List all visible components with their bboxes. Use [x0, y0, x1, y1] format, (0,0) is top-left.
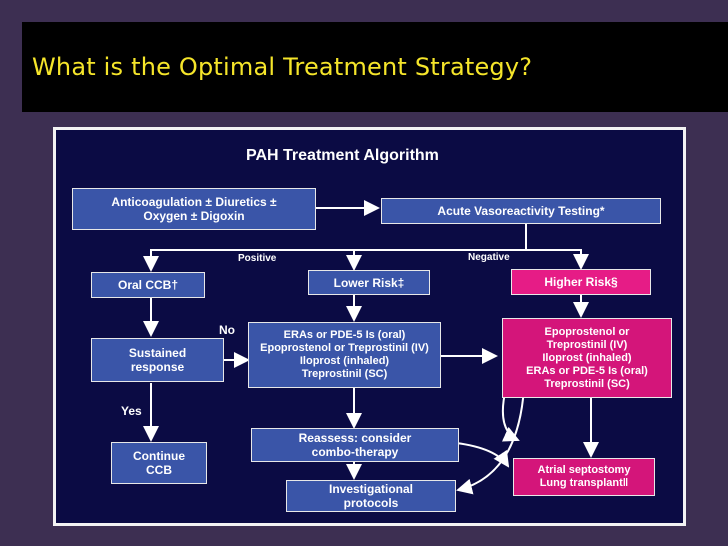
higher-therapy-line-5: Treprostinil (SC): [544, 377, 630, 390]
lower-therapy-line-4: Treprostinil (SC): [301, 368, 388, 380]
negative-label: Negative: [468, 252, 510, 263]
sustained-line-2: response: [130, 360, 185, 374]
continue-line-1: Continue: [133, 449, 185, 463]
anticoagulation-box: Anticoagulation ± Diuretics ± Oxygen ± D…: [72, 188, 316, 230]
atrial-line-2: Lung transplant‖: [539, 477, 629, 489]
yes-label: Yes: [121, 404, 142, 418]
lower-therapy-line-3: Iloprost (inhaled): [299, 355, 390, 367]
reassess-line-2: combo-therapy: [311, 445, 399, 459]
arrow-reassess-atrial: [455, 442, 510, 468]
algorithm-title: PAH Treatment Algorithm: [246, 147, 439, 164]
no-label: No: [219, 323, 235, 337]
investigational-line-1: Investigational: [328, 482, 414, 496]
vasoreactivity-box: Acute Vasoreactivity Testing*: [381, 198, 661, 224]
oral-ccb-text: Oral CCB†: [117, 278, 179, 292]
higher-risk-text: Higher Risk§: [544, 275, 618, 289]
arrow-higher-risk: [526, 249, 589, 270]
anticoagulation-line-2: Oxygen ± Digoxin: [143, 209, 245, 223]
lower-risk-box: Lower Risk‡: [308, 270, 430, 295]
reassess-box: Reassess: consider combo-therapy: [251, 428, 459, 462]
lower-therapy-line-2: Epoprostenol or Treprostinil (IV): [260, 342, 429, 354]
continue-line-2: CCB: [146, 463, 172, 477]
lower-risk-therapy-box: ERAs or PDE-5 Is (oral) Epoprostenol or …: [248, 322, 441, 388]
oral-ccb-box: Oral CCB†: [91, 272, 205, 298]
sustained-line-1: Sustained: [128, 346, 187, 360]
higher-therapy-line-1: Epoprostenol or: [544, 325, 630, 338]
slide-title: What is the Optimal Treatment Strategy?: [32, 53, 533, 81]
vasoreactivity-text: Acute Vasoreactivity Testing*: [437, 204, 605, 218]
higher-risk-therapy-box: Epoprostenol or Treprostinil (IV) Ilopro…: [502, 318, 672, 398]
flow-arrows: [143, 200, 599, 495]
lower-therapy-line-1: ERAs or PDE-5 Is (oral): [283, 329, 406, 341]
lower-risk-text: Lower Risk‡: [333, 275, 405, 290]
sustained-response-box: Sustained response: [91, 338, 224, 382]
anticoagulation-line-1: Anticoagulation ± Diuretics ±: [111, 195, 277, 209]
continue-ccb-box: Continue CCB: [111, 442, 207, 484]
positive-label: Positive: [238, 253, 277, 264]
title-bar: What is the Optimal Treatment Strategy?: [22, 22, 728, 112]
atrial-line-1: Atrial septostomy: [537, 464, 631, 476]
reassess-line-1: Reassess: consider: [298, 431, 412, 445]
higher-therapy-line-2: Treprostinil (IV): [546, 338, 628, 351]
atrial-septostomy-box: Atrial septostomy Lung transplant‖: [513, 458, 655, 496]
higher-therapy-line-3: Iloprost (inhaled): [542, 351, 632, 364]
algorithm-figure: PAH Treatment Algorithm Anticoagulation …: [53, 127, 686, 526]
investigational-box: Investigational protocols: [286, 480, 456, 512]
higher-therapy-line-4: ERAs or PDE-5 Is (oral): [526, 364, 648, 377]
investigational-line-2: protocols: [343, 496, 399, 510]
higher-risk-box: Higher Risk§: [511, 269, 651, 295]
arrow-positive: [143, 249, 526, 272]
